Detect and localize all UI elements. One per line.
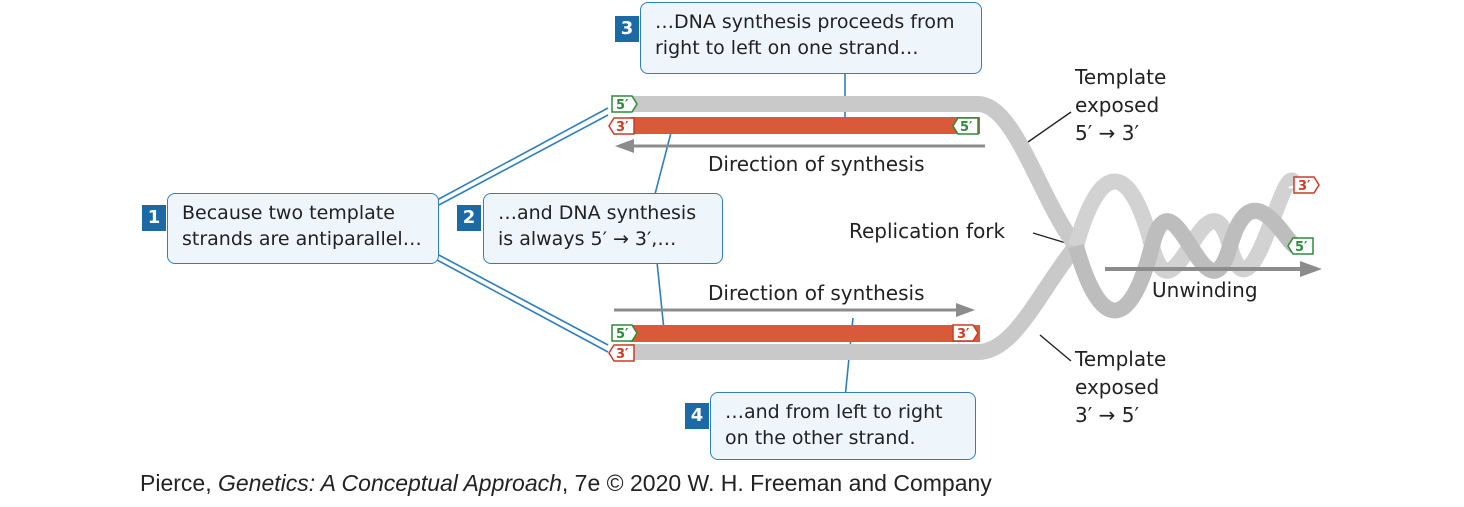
credit-rest: , 7e © 2020 W. H. Freeman and Company: [561, 470, 992, 496]
svg-text:3′: 3′: [1298, 179, 1311, 194]
callout-2-line-1: …and DNA synthesis: [498, 202, 697, 224]
tag-bottom-new-right: 3′: [952, 324, 979, 342]
unwinding-label: Unwinding: [1152, 278, 1258, 302]
bottom-new-strand: [630, 325, 980, 342]
callout-4: …and from left to right on the other str…: [710, 392, 976, 460]
tag-helix-top-right: 3′: [1293, 176, 1320, 194]
tag-top-template-left: 5′: [611, 95, 638, 113]
template-top-line-2: exposed: [1075, 93, 1160, 117]
template-bottom-line-3: 3′ → 5′: [1075, 403, 1140, 427]
callout-3-line-2: right to left on one strand…: [655, 37, 919, 59]
callout-1-number: 1: [142, 205, 166, 231]
end-tags: 5′ 3′ 5′ 5′ 3′ 3′ 3′ 5′: [608, 95, 1320, 362]
direction-arrows: [614, 139, 1322, 317]
top-new-strand: [630, 117, 980, 134]
svg-text:5′: 5′: [616, 327, 629, 342]
tag-bottom-template-left: 3′: [608, 344, 635, 362]
template-top-line-3: 5′ → 3′: [1075, 121, 1140, 145]
bottom-template-strand: [628, 240, 1083, 360]
tag-top-new-right: 5′: [952, 117, 979, 135]
svg-text:3′: 3′: [616, 347, 629, 362]
callout-3-number: 3: [615, 16, 639, 42]
tag-bottom-new-left: 5′: [611, 324, 638, 342]
template-bottom-line-2: exposed: [1075, 375, 1160, 399]
replication-fork-label: Replication fork: [849, 219, 1006, 243]
callout-3-line-1: …DNA synthesis proceeds from: [655, 11, 955, 33]
credit-title: Genetics: A Conceptual Approach: [217, 470, 562, 496]
template-bottom-line-1: Template: [1075, 347, 1167, 371]
direction-label-bottom: Direction of synthesis: [708, 281, 925, 305]
svg-text:5′: 5′: [960, 120, 973, 135]
svg-text:5′: 5′: [616, 98, 629, 113]
template-top-line-1: Template: [1075, 65, 1167, 89]
callout-1-line-1: Because two template: [182, 202, 395, 224]
callout-3: …DNA synthesis proceeds from right to le…: [640, 2, 982, 74]
callout-1: Because two template strands are antipar…: [167, 193, 439, 264]
tag-top-new-left: 3′: [608, 117, 635, 135]
callout-2-line-2: is always 5′ → 3′,…: [498, 228, 677, 250]
top-template-strand: [628, 96, 1083, 251]
callout-1-line-2: strands are antiparallel…: [182, 228, 422, 250]
template-exposed-bottom: Template exposed 3′ → 5′: [1075, 345, 1166, 429]
template-exposed-top: Template exposed 5′ → 3′: [1075, 63, 1166, 147]
label-leaders: [1027, 111, 1072, 362]
callout-leaders: [436, 74, 854, 399]
direction-label-top: Direction of synthesis: [708, 152, 925, 176]
credit-author: Pierce,: [140, 470, 218, 496]
svg-text:3′: 3′: [616, 120, 629, 135]
callout-2: …and DNA synthesis is always 5′ → 3′,…: [483, 193, 723, 264]
svg-text:5′: 5′: [1295, 240, 1308, 255]
template-strands: [628, 96, 1083, 360]
callout-2-number: 2: [457, 205, 481, 231]
helix: [1068, 172, 1303, 319]
callout-4-line-2: on the other strand.: [725, 427, 916, 449]
figure-credit: Pierce, Genetics: A Conceptual Approach,…: [140, 470, 992, 497]
callout-4-number: 4: [685, 403, 709, 429]
tag-helix-bottom-right: 5′: [1287, 237, 1314, 255]
svg-text:3′: 3′: [957, 327, 970, 342]
callout-4-line-1: …and from left to right: [725, 401, 943, 423]
